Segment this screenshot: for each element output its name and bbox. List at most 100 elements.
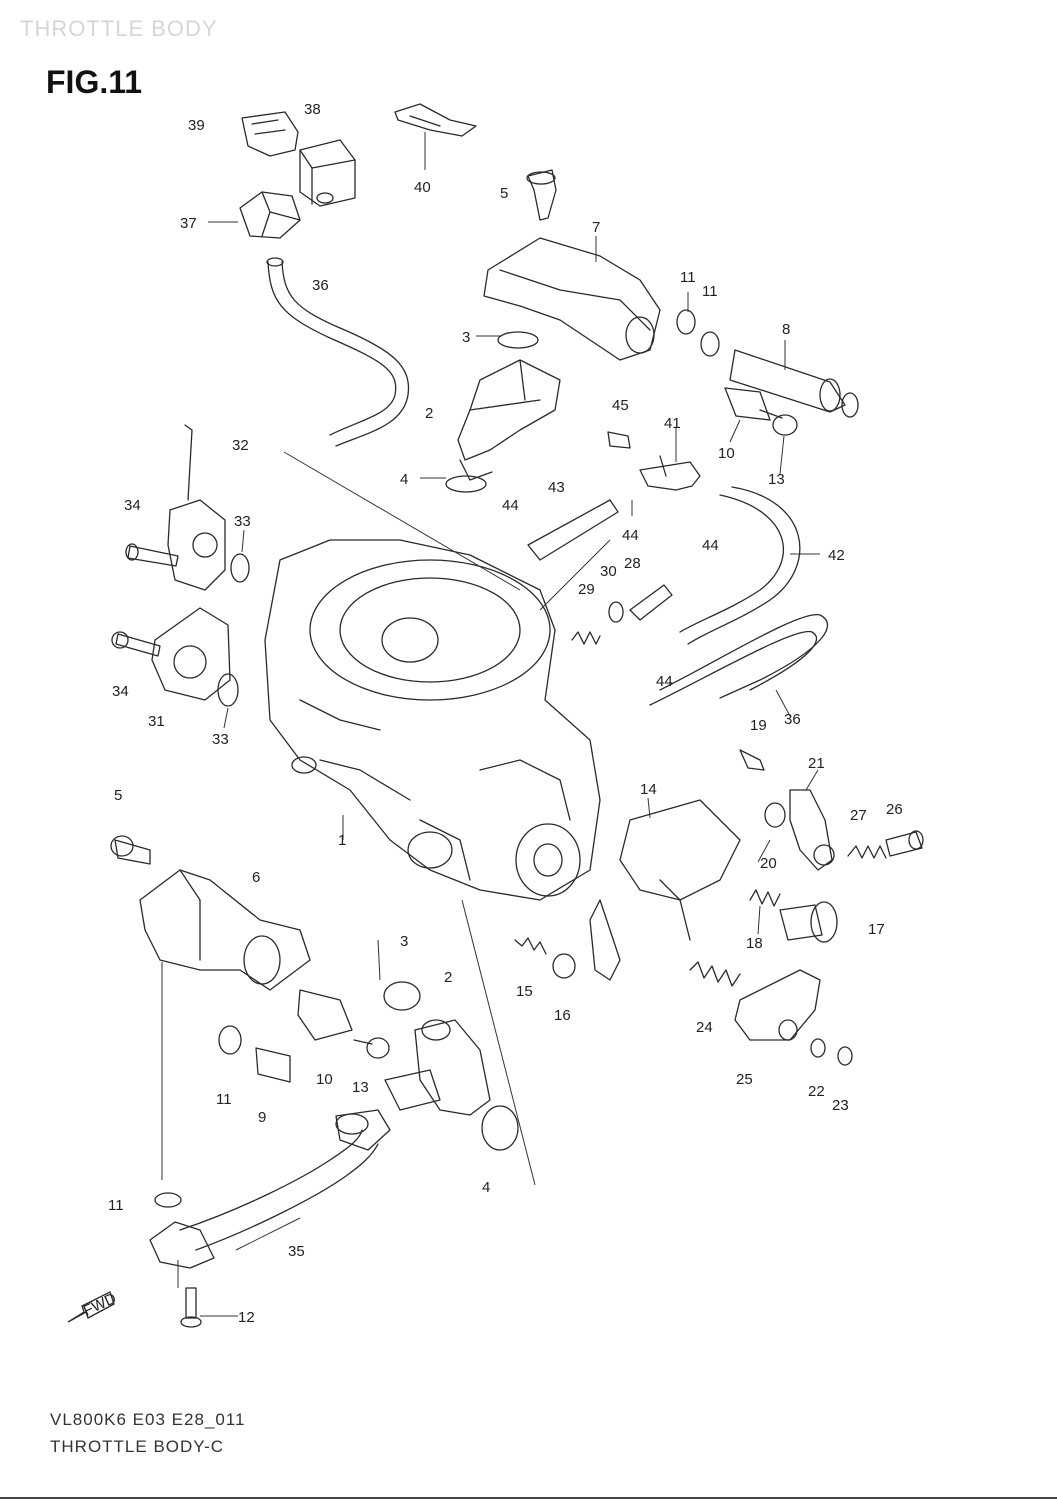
screw-19 [739, 749, 765, 771]
callout-14: 14 [640, 781, 657, 798]
callout-28: 28 [624, 555, 641, 572]
bolt-5-lower [110, 835, 151, 865]
screw-34-top [125, 543, 179, 567]
callout-44-a: 44 [502, 497, 519, 514]
callout-27: 27 [850, 807, 867, 824]
callout-36-top: 36 [312, 277, 329, 294]
callout-33-lower: 33 [212, 731, 229, 748]
washer-30 [608, 601, 624, 623]
callout-20: 20 [760, 855, 777, 872]
screw-26 [885, 830, 924, 857]
hose-36-lower-u [649, 614, 829, 706]
cap-45 [607, 431, 631, 449]
callout-11-d: 11 [108, 1197, 124, 1214]
callout-25: 25 [736, 1071, 753, 1088]
callout-24: 24 [696, 1019, 713, 1036]
callout-17: 17 [868, 921, 885, 938]
callout-44-d: 44 [656, 673, 673, 690]
fuel-pipe-6 [139, 869, 311, 991]
sensor-38 [299, 139, 356, 207]
o-ring-33-top [230, 553, 250, 583]
page-bottom-rule [0, 1497, 1057, 1499]
callout-43: 43 [548, 479, 565, 496]
callout-11-a: 11 [680, 269, 696, 286]
callout-42: 42 [828, 547, 845, 564]
screw-34-lower [111, 631, 161, 657]
callout-44-b: 44 [622, 527, 639, 544]
hose-43 [527, 499, 619, 561]
spring-27 [847, 845, 887, 859]
cap-9 [255, 1047, 291, 1083]
callout-34-lower: 34 [112, 683, 129, 700]
sensor-bracket-39 [241, 111, 299, 157]
bolt-28 [629, 584, 673, 621]
callout-22: 22 [808, 1083, 825, 1100]
leader-lines [161, 132, 820, 1317]
o-ring-33-lower [217, 673, 239, 707]
callout-5-lower: 5 [114, 787, 122, 804]
section-watermark: THROTTLE BODY [20, 16, 218, 41]
callout-4-top: 4 [400, 471, 408, 488]
callout-4-lower: 4 [482, 1179, 490, 1196]
spring-29 [571, 631, 601, 645]
callout-23: 23 [832, 1097, 849, 1114]
injector-2-top [445, 331, 561, 493]
callout-40: 40 [414, 179, 431, 196]
throttle-body-1 [264, 539, 601, 901]
callout-19: 19 [750, 717, 767, 734]
washer-22 [810, 1038, 826, 1058]
callout-41: 41 [664, 415, 681, 432]
o-ring-4-lower [481, 1105, 519, 1151]
screw-13-top [759, 409, 798, 436]
callout-3-top: 3 [462, 329, 470, 346]
spring-24 [689, 961, 741, 987]
callout-5-top: 5 [500, 185, 508, 202]
bracket-25 [734, 969, 821, 1041]
callout-13-lower: 13 [352, 1079, 369, 1096]
callout-37: 37 [180, 215, 197, 232]
hose-42 [679, 486, 801, 645]
forward-label: FWD [81, 1290, 119, 1320]
callout-2-lower: 2 [444, 969, 452, 986]
callout-7: 7 [592, 219, 600, 236]
fuel-hose-35 [149, 1109, 391, 1269]
callout-11-c: 11 [216, 1091, 232, 1108]
bolt-5-top [526, 169, 557, 221]
fuel-delivery-pipe-7 [483, 237, 661, 361]
callout-44-c: 44 [702, 537, 719, 554]
clip-23 [837, 1046, 853, 1066]
callout-35: 35 [288, 1243, 305, 1260]
callout-10-lower: 10 [316, 1071, 333, 1088]
vacuum-hose-36 [266, 257, 410, 447]
injector-2-lower [384, 1019, 491, 1116]
callout-30: 30 [600, 563, 617, 580]
callout-15: 15 [516, 983, 533, 1000]
callout-36-lower: 36 [784, 711, 801, 728]
diagram-code: VL800K6 E03 E28_011 [50, 1410, 246, 1429]
callout-16: 16 [554, 1007, 571, 1024]
callout-39: 39 [188, 117, 205, 134]
callout-34-top: 34 [124, 497, 141, 514]
o-rings-11-top [676, 309, 720, 357]
callout-38: 38 [304, 101, 321, 118]
callout-6: 6 [252, 869, 260, 886]
lever-21-20 [764, 789, 835, 871]
figure-number: FIG.11 [46, 64, 143, 100]
lever-14 [589, 799, 741, 981]
spring-15 [514, 937, 547, 955]
adjuster-17 [779, 901, 838, 943]
callout-8: 8 [782, 321, 790, 338]
callout-9: 9 [258, 1109, 266, 1126]
spring-18 [749, 889, 781, 907]
callout-29: 29 [578, 581, 595, 598]
callout-31: 31 [148, 713, 165, 730]
callout-12: 12 [238, 1309, 255, 1326]
callout-13-top: 13 [768, 471, 785, 488]
sensor-37 [239, 191, 301, 239]
callout-21: 21 [808, 755, 825, 772]
diagram-name: THROTTLE BODY-C [50, 1437, 225, 1456]
sensor-34-top [167, 499, 226, 591]
callout-18: 18 [746, 935, 763, 952]
screw-13-lower [353, 1037, 390, 1059]
